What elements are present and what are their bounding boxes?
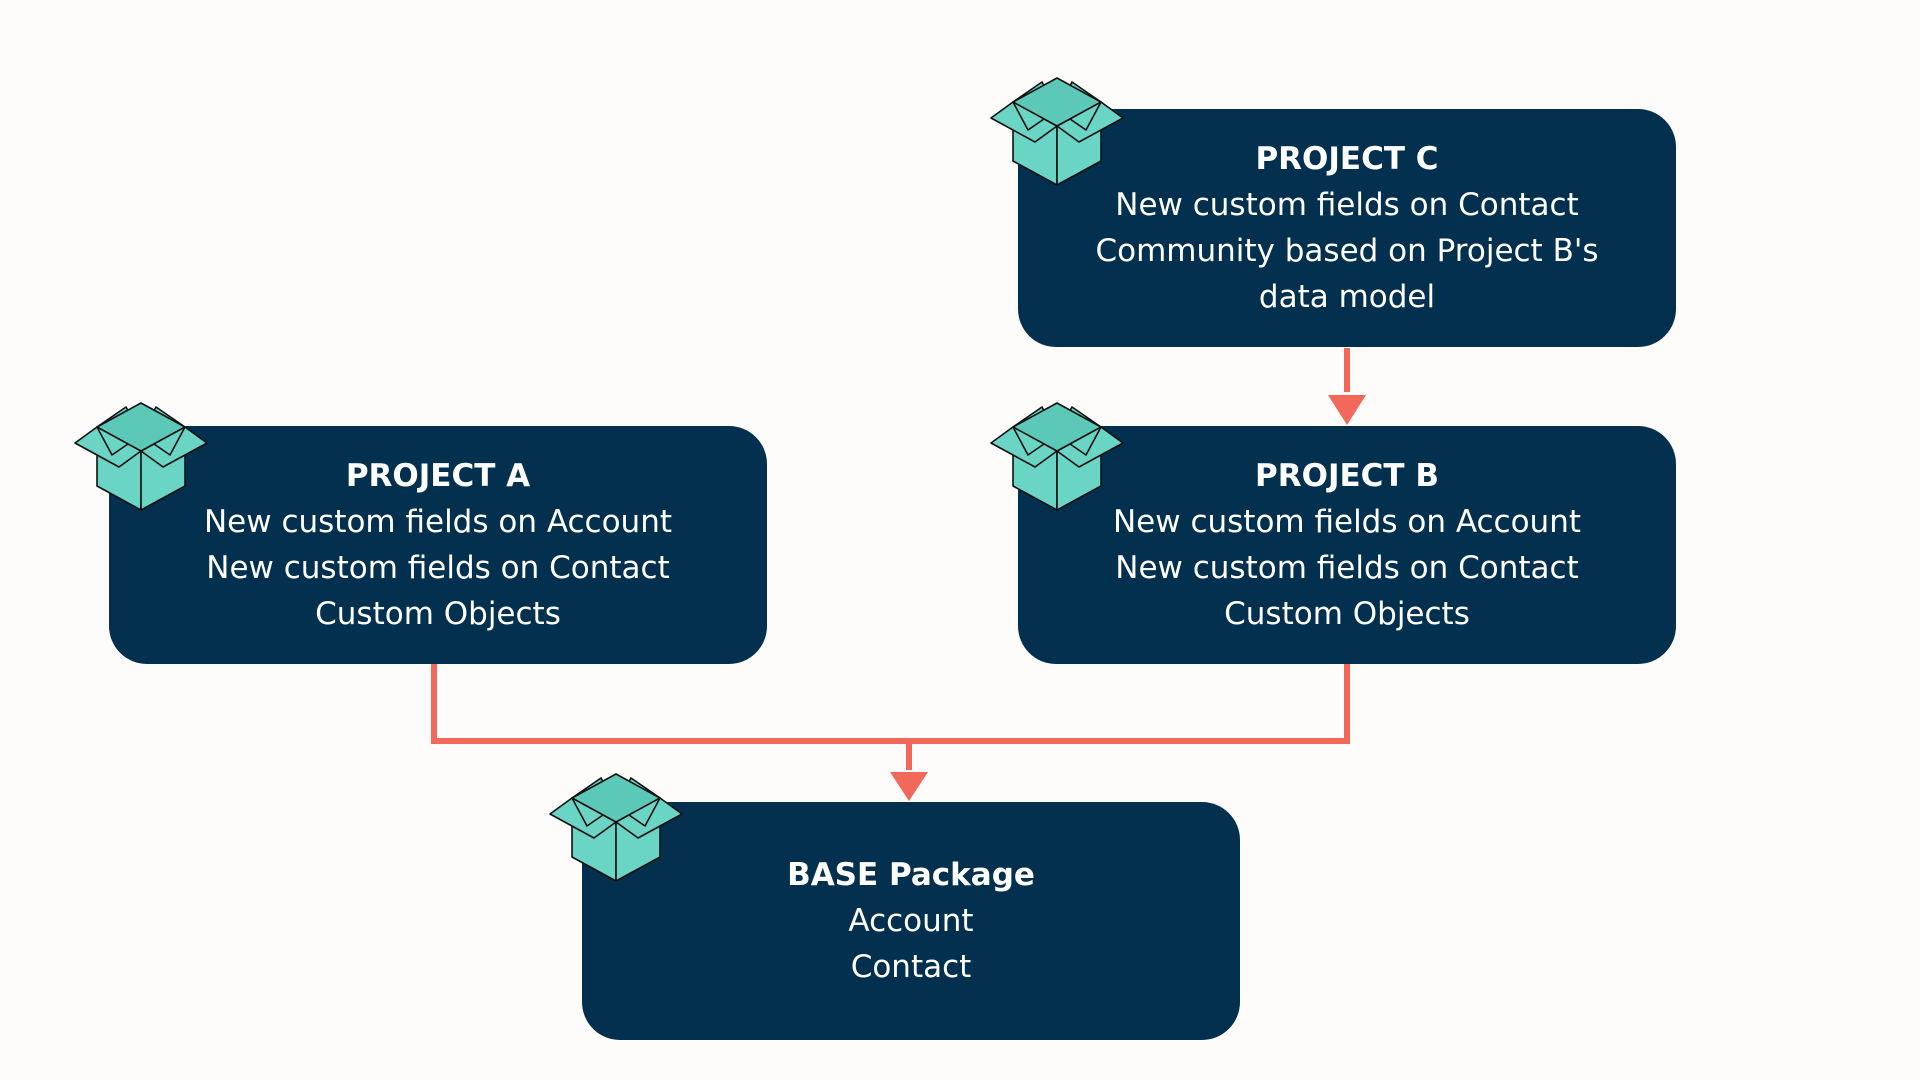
project-b-title: PROJECT B (1255, 458, 1439, 494)
project-c-line-2: Community based on Project B's data mode… (1095, 233, 1599, 315)
base-package-line-2: Contact (850, 949, 972, 985)
arrowhead-project-b (1328, 395, 1366, 425)
project-c-title: PROJECT C (1255, 141, 1439, 177)
arrowhead-base (890, 772, 928, 801)
project-a-title: PROJECT A (345, 458, 531, 494)
project-b-node: PROJECT B New custom fields on Account N… (1018, 426, 1676, 664)
project-a-line-1: New custom fields on Account (203, 504, 672, 540)
base-package-title: BASE Package (787, 857, 1035, 893)
project-b-line-2: New custom fields on Contact (1115, 550, 1579, 586)
project-a-node: PROJECT A New custom fields on Account N… (109, 426, 767, 664)
open-box-icon (990, 77, 1124, 186)
project-b-line-1: New custom fields on Account (1112, 504, 1581, 540)
edge-project-b-to-base (909, 664, 1350, 744)
edge-project-a-to-base (431, 664, 909, 744)
open-box-icon (549, 773, 683, 882)
project-c-line-1: New custom fields on Contact (1115, 187, 1579, 223)
project-b-line-3: Custom Objects (1224, 596, 1470, 632)
project-a-line-2: New custom fields on Contact (206, 550, 670, 586)
open-box-icon (990, 402, 1124, 511)
base-package-line-1: Account (848, 903, 974, 939)
project-a-line-3: Custom Objects (315, 596, 561, 632)
project-c-node: PROJECT C New custom fields on Contact C… (1018, 109, 1676, 347)
open-box-icon (74, 402, 208, 511)
base-package-node: BASE Package Account Contact (582, 802, 1240, 1040)
